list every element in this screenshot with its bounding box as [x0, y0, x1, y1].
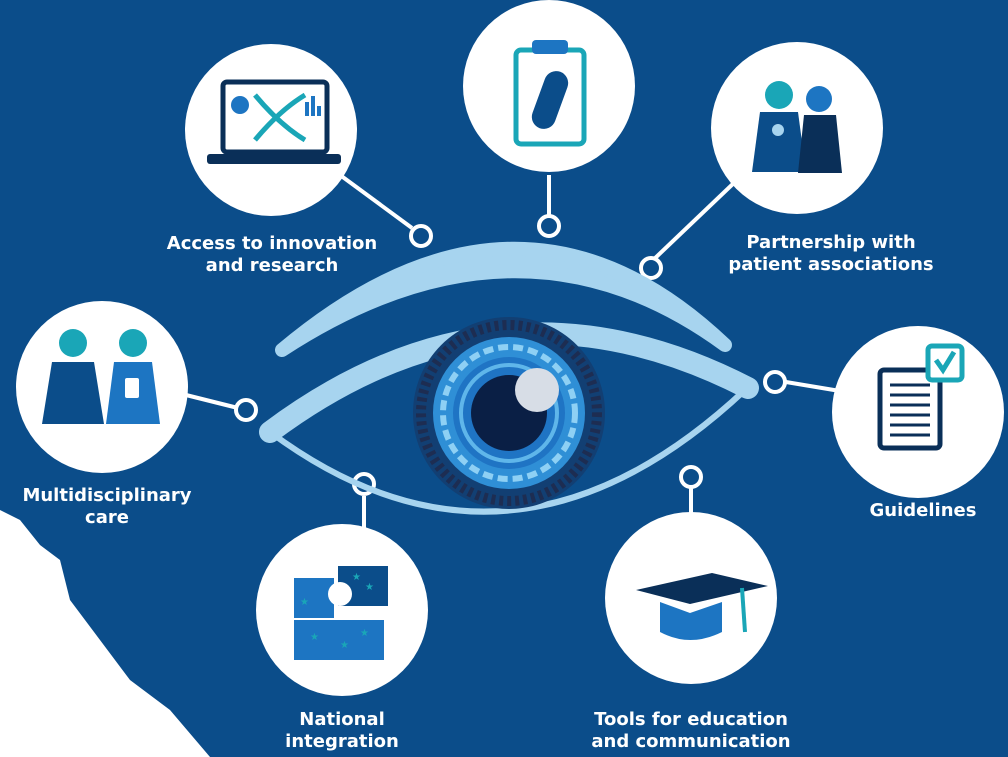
svg-text:★: ★ — [365, 582, 374, 593]
label-education: Tools for education and communication — [566, 709, 816, 753]
svg-text:★: ★ — [300, 597, 309, 608]
label-national: National integration — [262, 709, 422, 753]
label-innovation-line-2: and research — [205, 255, 339, 276]
label-guidelines: Guidelines — [846, 500, 1000, 522]
label-education-line-1: Tools for education — [594, 709, 788, 730]
label-multidisciplinary: Multidisciplinary care — [0, 485, 214, 529]
svg-text:★: ★ — [310, 632, 319, 643]
map-silhouette — [0, 510, 210, 757]
graduation-cap-icon — [636, 573, 768, 640]
document-check-icon — [877, 343, 965, 451]
label-partnership: Partnership with patient associations — [700, 232, 962, 276]
label-innovation: Access to innovation and research — [148, 233, 396, 277]
connector-rings — [234, 214, 787, 496]
people-pair-icon — [752, 81, 842, 173]
doctor-nurse-icon — [42, 329, 160, 424]
svg-text:★: ★ — [360, 628, 369, 639]
eye-graphic — [259, 241, 759, 515]
svg-text:★: ★ — [352, 572, 361, 583]
label-innovation-line-1: Access to innovation — [166, 233, 378, 254]
label-partnership-line-2: patient associations — [728, 254, 934, 275]
clipboard-pill-icon — [513, 40, 587, 147]
label-multidisciplinary-line-1: Multidisciplinary — [22, 485, 192, 506]
puzzle-eu-stars-icon: ★ ★ ★ ★ ★ ★ — [294, 566, 388, 660]
label-partnership-line-1: Partnership with — [746, 232, 916, 253]
label-education-line-2: and communication — [591, 731, 791, 752]
label-multidisciplinary-line-2: care — [85, 507, 129, 528]
laptop-dna-icon — [207, 79, 341, 164]
label-guidelines-line-1: Guidelines — [869, 500, 977, 521]
svg-text:★: ★ — [340, 640, 349, 651]
label-national-line-2: integration — [285, 731, 399, 752]
label-national-line-1: National — [299, 709, 385, 730]
